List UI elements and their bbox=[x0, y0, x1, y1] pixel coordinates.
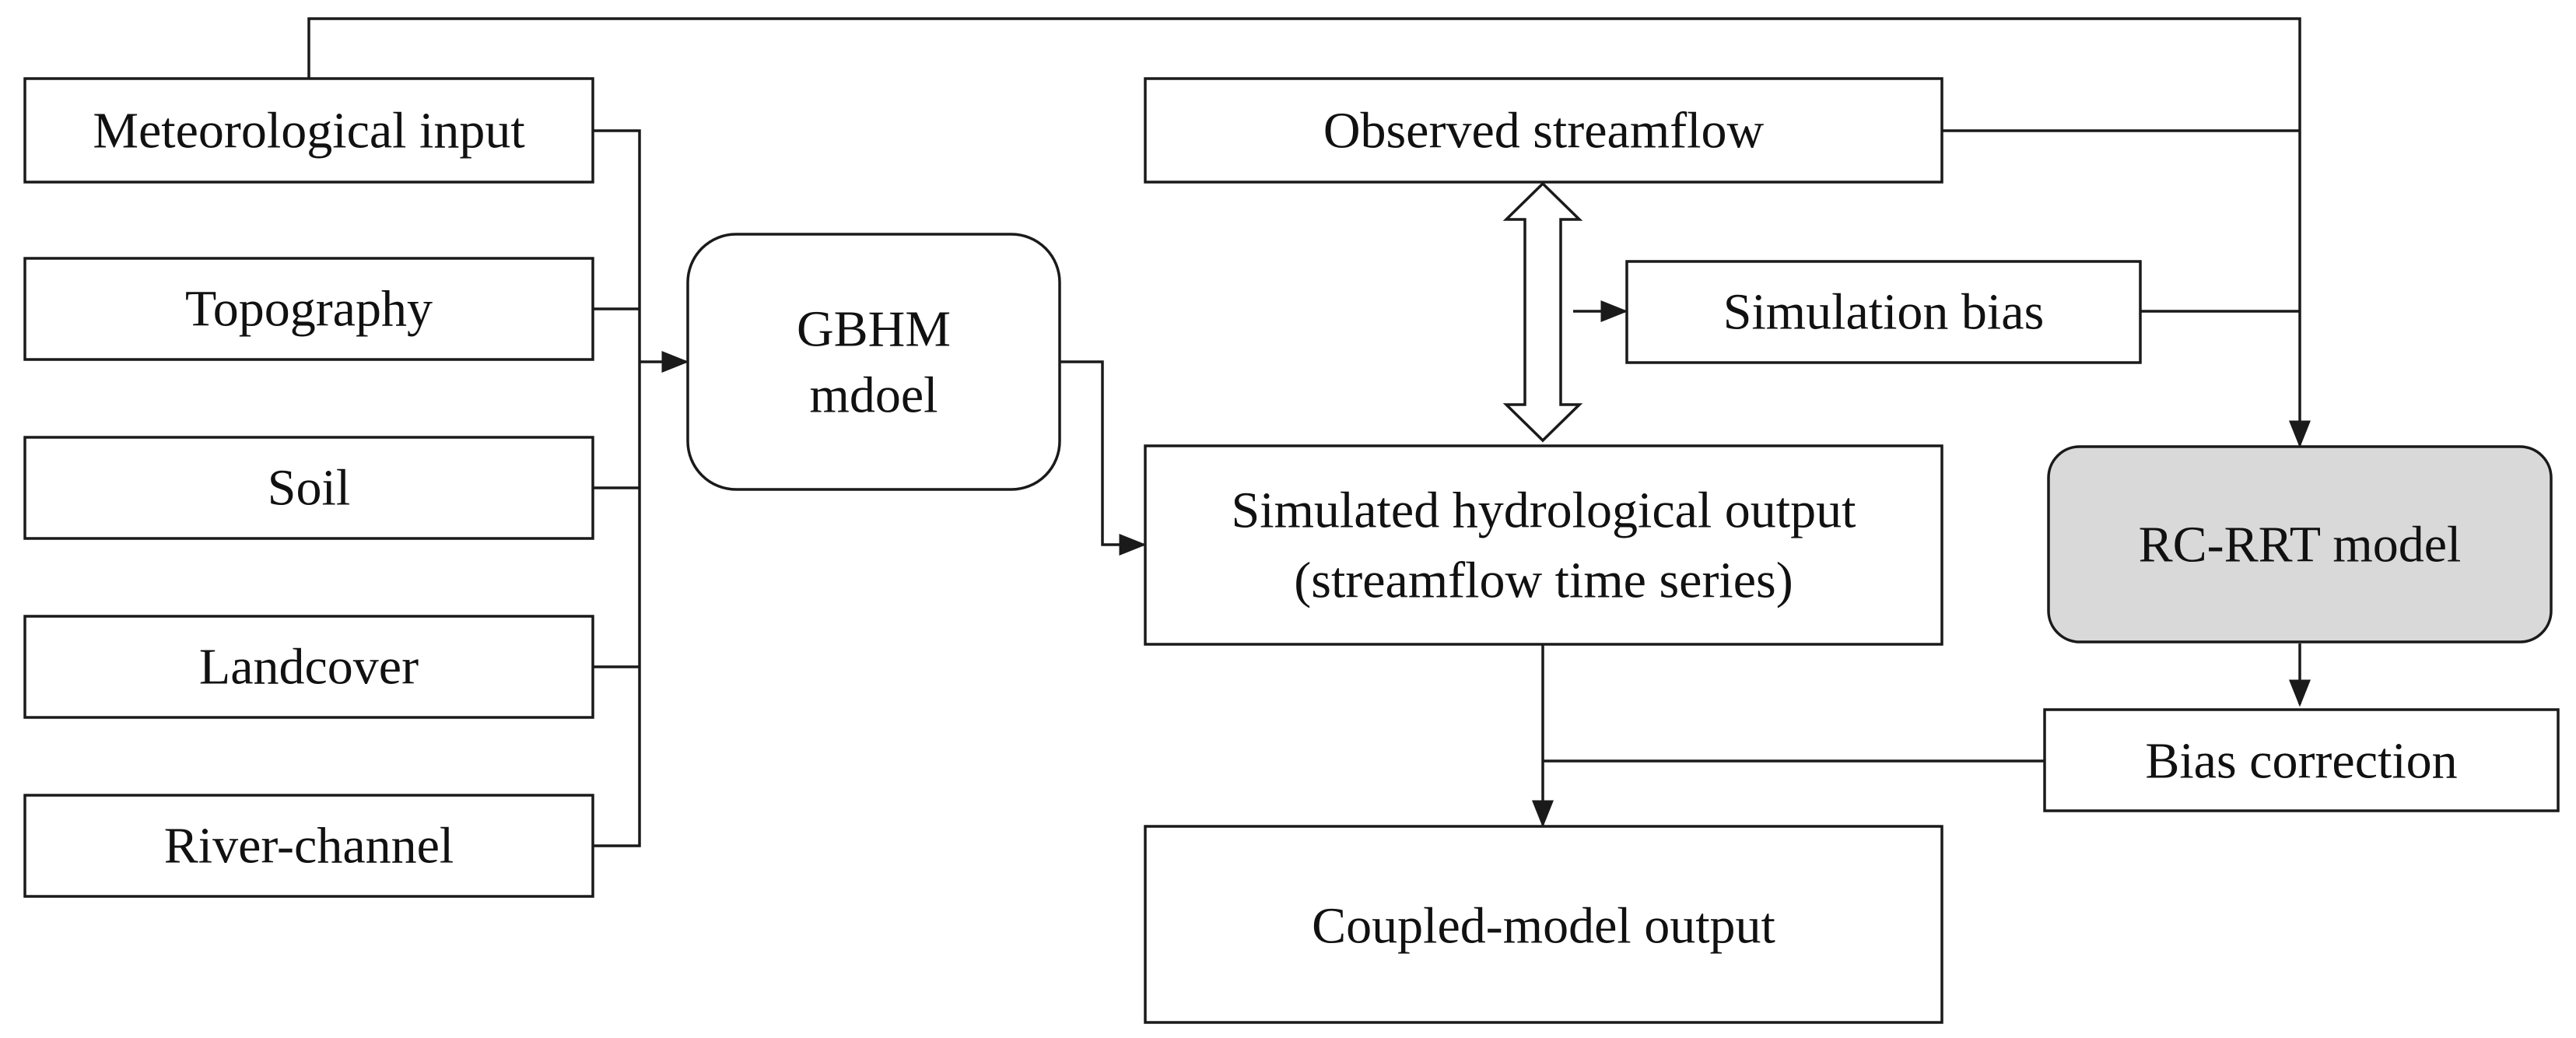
soil-box bbox=[23, 436, 594, 540]
coupled-output-label: Coupled-model output bbox=[1312, 898, 1775, 955]
coupled-output-box bbox=[1144, 825, 1943, 1024]
observed-streamflow-label: Observed streamflow bbox=[1323, 103, 1765, 160]
gbhm-model-box bbox=[686, 233, 1061, 491]
observed-streamflow-box bbox=[1144, 77, 1943, 184]
comparison-double-arrow bbox=[1502, 181, 1583, 443]
bias-correction-box bbox=[2043, 708, 2560, 812]
gbhm-model-label-line1: GBHM bbox=[797, 301, 951, 358]
rcrrt-model-label: RC-RRT model bbox=[2139, 517, 2462, 573]
simulation-bias-box bbox=[1625, 260, 2142, 364]
meteorological-to-rcrrt-connector bbox=[307, 17, 2311, 448]
topography-label: Topography bbox=[185, 281, 433, 338]
simulated-output-label-line2: (streamflow time series) bbox=[1294, 552, 1793, 609]
gbhm-model-label-line2: mdoel bbox=[810, 367, 938, 424]
topography-box bbox=[23, 257, 594, 361]
meteorological-input-box bbox=[23, 77, 594, 184]
river-channel-box bbox=[23, 794, 594, 898]
simulation-bias-label: Simulation bias bbox=[1723, 284, 2045, 341]
river-channel-label: River-channel bbox=[164, 818, 454, 875]
simulated-output-box bbox=[1144, 444, 1943, 646]
gbhm-to-simulated-arrow bbox=[1060, 360, 1147, 556]
bias-correction-label: Bias correction bbox=[2145, 733, 2457, 790]
meteorological-input-label: Meteorological input bbox=[93, 103, 524, 160]
landcover-box bbox=[23, 615, 594, 719]
landcover-label: Landcover bbox=[199, 639, 419, 696]
soil-label: Soil bbox=[268, 460, 350, 517]
rcrrt-model-box bbox=[2047, 445, 2553, 643]
simulated-output-label-line1: Simulated hydrological output bbox=[1232, 482, 1856, 539]
